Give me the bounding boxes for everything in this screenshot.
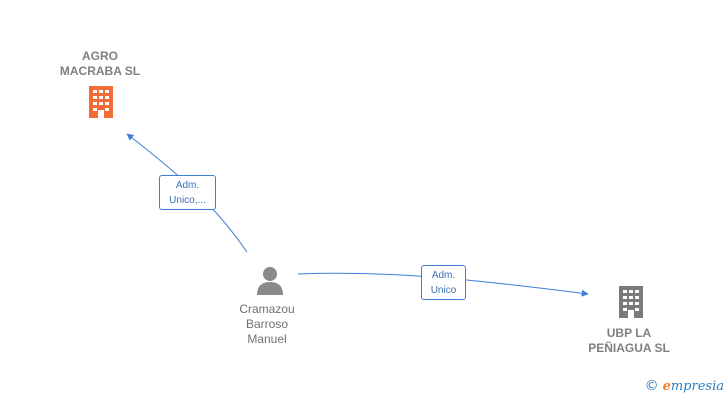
person-icon[interactable] (254, 264, 286, 296)
building-icon[interactable] (616, 285, 646, 319)
person-label[interactable]: Cramazou Barroso Manuel (239, 302, 295, 346)
brand-name: mpresia (670, 379, 724, 394)
copyright-icon: © (644, 378, 659, 394)
edge-label-to-ubp[interactable]: Adm. Unico (421, 265, 466, 300)
company-label-agro[interactable]: AGRO MACRABA SL (59, 49, 141, 78)
brand-initial: e (662, 379, 671, 394)
building-icon[interactable] (86, 85, 116, 119)
brand-logo: ©empresia (645, 378, 724, 394)
company-label-ubp[interactable]: UBP LA PEÑIAGUA SL (588, 326, 670, 355)
edge-label-to-agro[interactable]: Adm. Unico,... (159, 175, 216, 210)
